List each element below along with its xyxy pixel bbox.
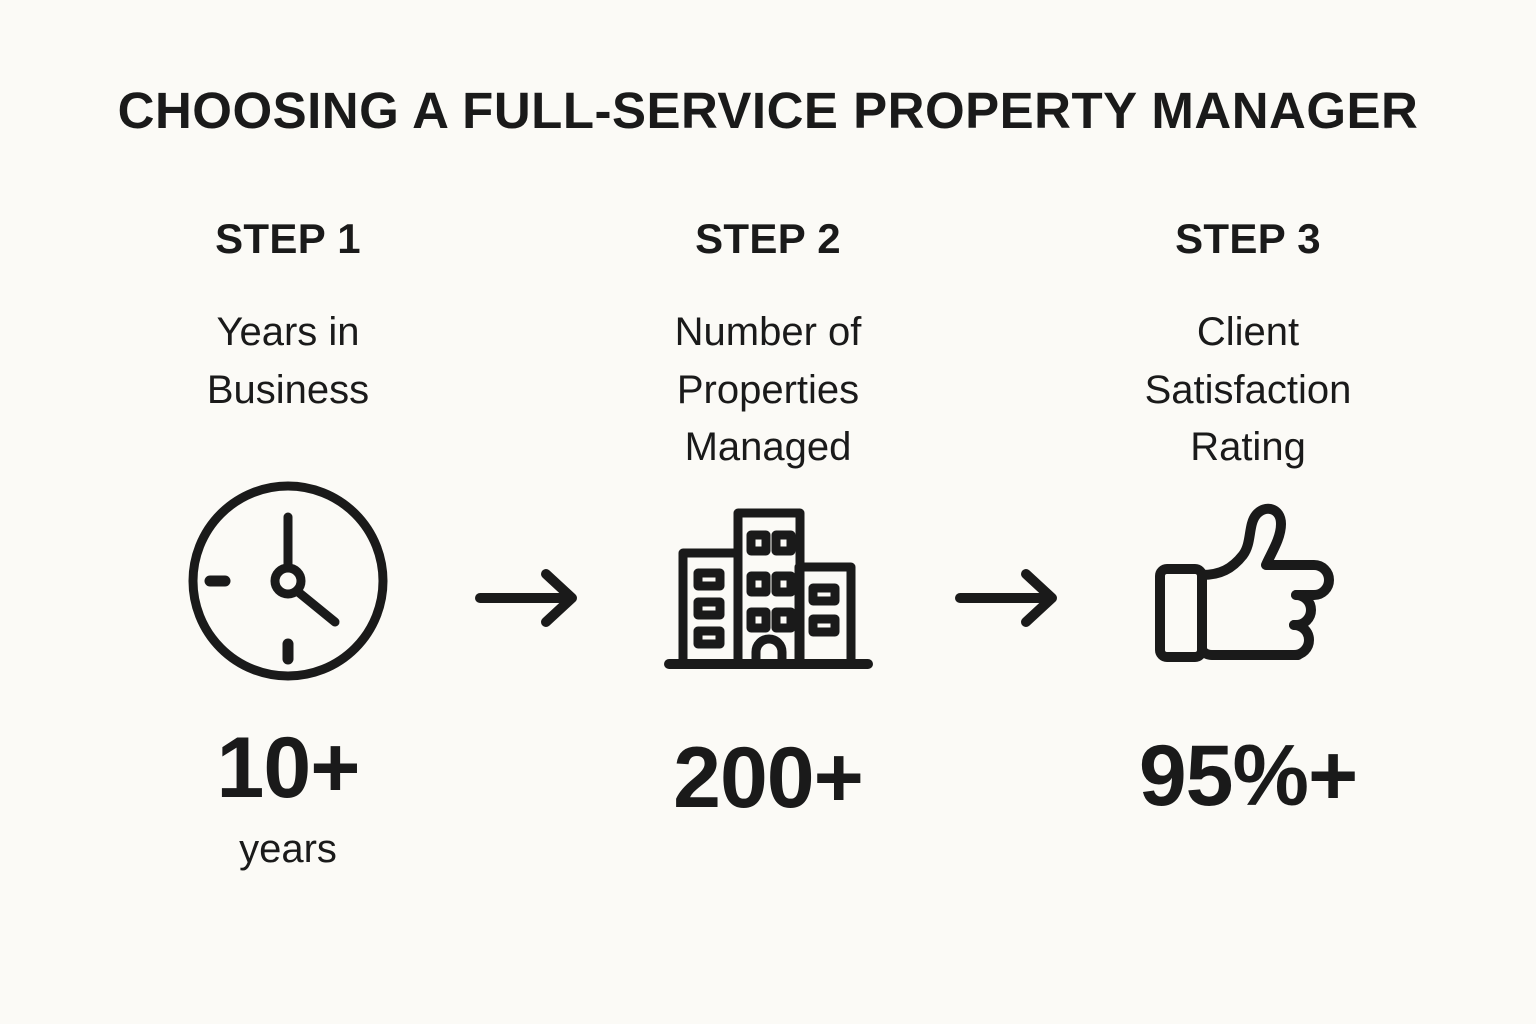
step-label-1: STEP 1 [215,215,361,262]
step-icon-wrap-3 [1148,487,1348,687]
steps-row: STEP 1 Years in Business 10+ years [0,215,1536,936]
step-description-line: Years in [216,310,360,355]
clock-icon [188,481,388,681]
step-icon-wrap-2 [661,489,876,689]
step-icon-wrap-1 [183,481,393,681]
step-stat-3: 95%+ [1138,727,1358,824]
step-description-line: Number of [674,310,862,355]
step-description-1: Years in Business [207,304,369,419]
step-card-3: STEP 3 Client Satisfaction Rating [1083,215,1413,835]
step-description-line: Properties [676,367,860,412]
step-description-line: Rating [1190,425,1306,470]
step-description-line: Satisfaction [1144,367,1352,412]
step-card-2: STEP 2 Number of Properties Managed [603,215,933,837]
step-description-line: Managed [684,425,852,470]
buildings-icon [663,508,873,670]
step-description-line: Client [1196,310,1300,355]
arrow-right-icon [955,569,1057,627]
step-label-3: STEP 3 [1175,215,1321,262]
step-card-1: STEP 1 Years in Business 10+ years [123,215,453,872]
connector-2 [933,216,1083,628]
step-stat-1: 10+ [216,720,361,817]
step-description-3: Client Satisfaction Rating [1145,304,1352,477]
step-label-2: STEP 2 [695,215,841,262]
step-stat-2: 200+ [673,729,864,826]
page-title: CHOOSING A FULL-SERVICE PROPERTY MANAGER [117,82,1419,139]
connector-1 [453,216,603,628]
step-description-line: Business [206,367,370,412]
step-unit-1: years [239,827,337,872]
step-description-2: Number of Properties Managed [675,304,862,477]
arrow-right-icon [475,569,577,627]
thumbs-up-icon [1155,503,1334,662]
